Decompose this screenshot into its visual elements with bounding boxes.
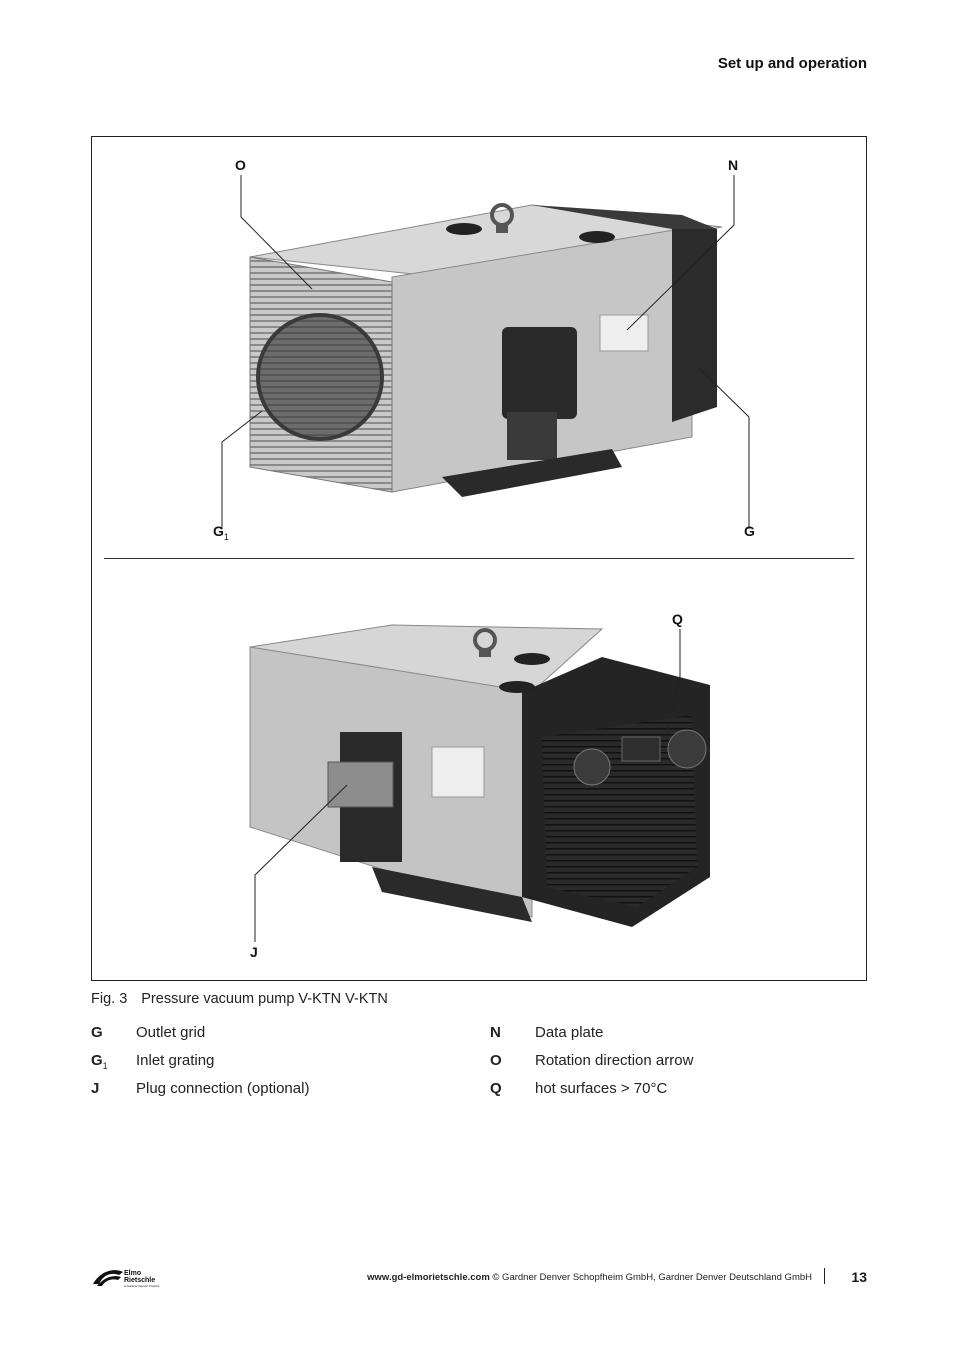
svg-text:Rietschle: Rietschle (124, 1277, 155, 1284)
footer-separator (824, 1268, 825, 1284)
callout-lines-bottom (254, 629, 681, 942)
figure-number: Fig. 3 (91, 991, 128, 1007)
footer-copyright: © Gardner Denver Schopfheim GmbH, Gardne… (492, 1272, 812, 1283)
callout-label-j: J (250, 944, 258, 960)
callout-label-o: O (235, 157, 246, 173)
pump-illustrations (221, 175, 750, 942)
pump-bottom-image (249, 624, 710, 927)
figure-caption-text: Pressure vacuum pump V-KTN V-KTN (141, 991, 388, 1007)
svg-text:A Gardner Denver Product: A Gardner Denver Product (124, 1284, 160, 1288)
figure-caption: Fig. 3 Pressure vacuum pump V-KTN V-KTN (91, 991, 388, 1007)
figure-divider (104, 558, 854, 559)
footer-text: www.gd-elmorietschle.com © Gardner Denve… (367, 1272, 812, 1283)
callout-label-q: Q (672, 611, 683, 627)
footer-url[interactable]: www.gd-elmorietschle.com (367, 1272, 490, 1283)
pump-top-image (249, 203, 723, 497)
callout-lines-top (221, 175, 750, 529)
page-number: 13 (851, 1269, 867, 1285)
section-title: Set up and operation (717, 55, 867, 72)
svg-text:Elmo: Elmo (124, 1270, 141, 1277)
callout-label-g1: G1 (213, 523, 229, 542)
callout-label-n: N (728, 157, 739, 173)
elmo-rietschle-logo: Elmo Rietschle A Gardner Denver Product (93, 1270, 160, 1288)
callout-label-g: G (744, 523, 755, 539)
figure-frame: O N G1 G Q J (91, 136, 867, 981)
